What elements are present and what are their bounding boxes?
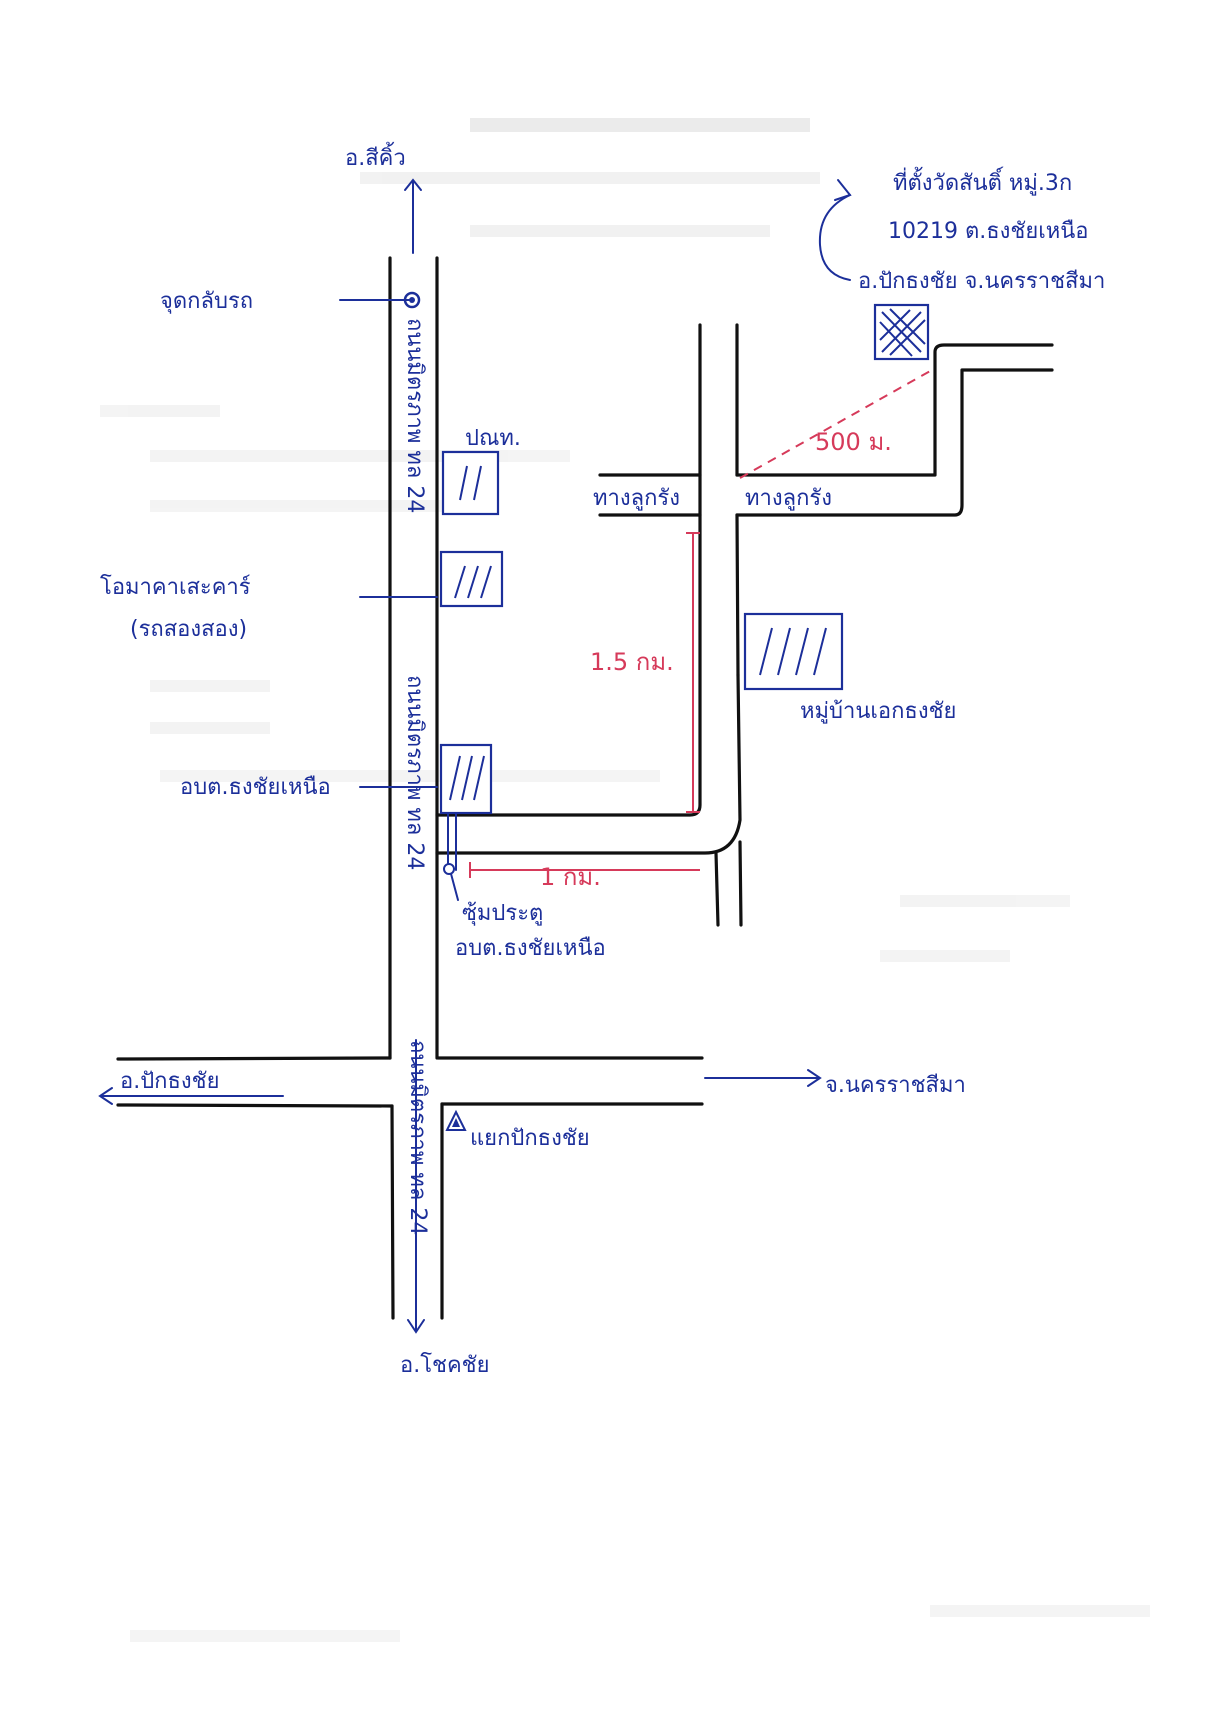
dest-east-label: จ.นครราชสีมา <box>825 1073 966 1098</box>
side-road-stub-right <box>738 840 743 927</box>
highway-label-middle: ถนนมิตรภาพ ทล 24 <box>402 675 427 870</box>
crossroad-west-top <box>116 1056 392 1061</box>
dist-1km-label: 1 กม. <box>540 863 601 891</box>
sao-office-box <box>439 743 493 815</box>
dist-1km-bar <box>469 862 700 878</box>
dest-north-label: อ.สีคิ้ว <box>345 142 406 171</box>
address-line-3: อ.ปักธงชัย จ.นครราชสีมา <box>858 269 1105 294</box>
laterite-road-bottom <box>598 368 1054 517</box>
side-road-bottom-edge <box>435 673 742 855</box>
direction-arrows <box>98 178 822 1334</box>
address-bracket <box>818 194 851 281</box>
bus-stop-label: จุดกลับรถ <box>160 289 253 314</box>
south-arrow <box>407 1039 425 1334</box>
highway-label-upper: ถนนมิตรภาพ ทล 24 <box>402 318 427 513</box>
dest-west-label: อ.ปักธงชัย <box>120 1069 219 1094</box>
laterite-road-top <box>598 343 1054 477</box>
side-road-stub-left <box>714 851 720 927</box>
faded-background-text <box>100 118 1150 1642</box>
labels: อ.สีคิ้ว อ.โชคชัย อ.ปักธงชัย จ.นครราชสีม… <box>100 142 1105 1378</box>
cross-hatched-square-icon <box>873 303 930 361</box>
ceramic-shop-sub-label: (รถสองสอง) <box>130 617 247 642</box>
side-road-east-edge <box>735 513 740 677</box>
post-office-label: ปณท. <box>465 426 521 451</box>
sao-office-label: อบต.ธงชัยเหนือ <box>180 775 331 800</box>
triangle-icon <box>445 1109 467 1131</box>
laterite-road-label-1: ทางลูกรัง <box>593 486 680 511</box>
address-line-2: 10219 ต.ธงชัยเหนือ <box>888 219 1089 244</box>
dest-south-label: อ.โชคชัย <box>400 1352 490 1378</box>
distance-markers <box>469 369 933 878</box>
east-arrow <box>704 1069 822 1087</box>
leader-lines <box>339 179 852 901</box>
junction-label: แยกปักธงชัย <box>470 1126 590 1151</box>
address-bracket-tip <box>834 179 852 201</box>
sao-gate-sub-label: อบต.ธงชัยเหนือ <box>455 936 606 961</box>
laterite-road-label-2: ทางลูกรัง <box>745 486 832 511</box>
village-label: หมู่บ้านเอกธงชัย <box>800 699 956 724</box>
dist-500m-label: 500 ม. <box>815 428 892 456</box>
west-arrow <box>98 1087 284 1105</box>
gate-marker-bottom-icon <box>443 863 455 875</box>
dist-500m-line <box>739 369 933 479</box>
bullseye-icon <box>403 291 421 309</box>
crossroad-west-bottom <box>116 1103 394 1108</box>
dist-1_5km-label: 1.5 กม. <box>590 648 674 676</box>
leader-gate <box>449 869 459 901</box>
ceramic-shop-label: โอมาคาเสะคาร์ <box>100 574 251 600</box>
post-office-box <box>441 450 500 516</box>
ceramic-shop-box <box>439 550 504 608</box>
village-box <box>743 612 844 691</box>
dist-1_5km-bar <box>686 532 700 813</box>
address-line-1: ที่ตั้งวัดสันติ์ หมู่.3ก <box>893 167 1072 196</box>
highway-south-left-edge <box>390 1104 395 1320</box>
sao-gate-label: ซุ้มประตู <box>462 901 543 926</box>
highway-label-lower: ถนนมิตรภาพ ทล 24 <box>405 1040 430 1235</box>
north-arrow <box>404 178 422 254</box>
